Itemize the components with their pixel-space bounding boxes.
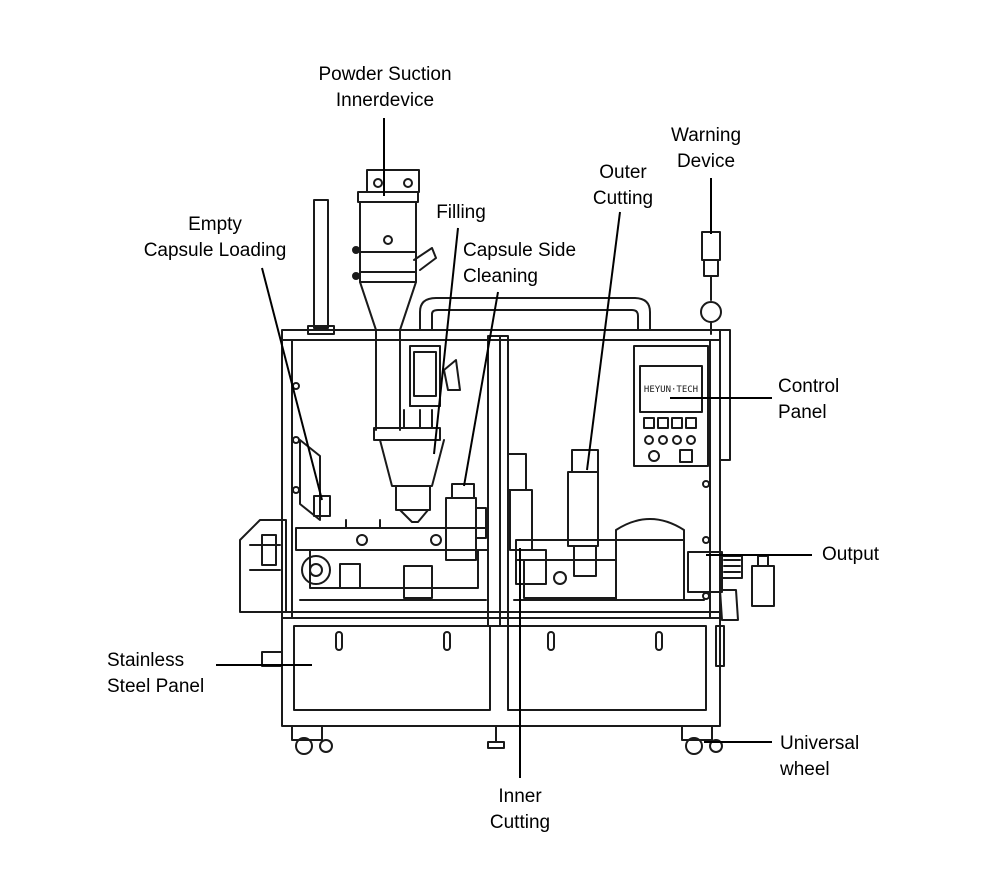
output-chute [687, 551, 775, 621]
vacuum-pipe [419, 297, 651, 331]
label-capsule-side-cleaning: Capsule Side Cleaning [463, 240, 577, 287]
output-drum [615, 518, 685, 601]
leader-filling [433, 227, 459, 455]
control-screen-text: HEYUN·TECH [644, 385, 698, 395]
label-powder-suction-innerdevice: Powder Suction Innerdevice [318, 64, 452, 111]
warning-tower [700, 231, 722, 335]
universal-wheels [291, 725, 723, 755]
machine-frame [281, 329, 731, 727]
side-cleaning-unit [445, 483, 487, 561]
label-empty-capsule-loading: Empty Capsule Loading [143, 214, 287, 261]
inner-cutting-unit [507, 453, 547, 585]
leader-lines [216, 118, 812, 778]
label-control-panel: Control Panel [778, 376, 840, 423]
left-turret [295, 519, 489, 601]
label-warning-device: Warning Device [670, 125, 742, 172]
label-stainless-steel-panel: Stainless Steel Panel [107, 650, 205, 697]
leader-empty-capsule-loading [261, 267, 323, 501]
label-universal-wheel: Universal wheel [780, 733, 860, 780]
label-outer-cutting: Outer Cutting [592, 162, 654, 209]
label-filling: Filling [436, 202, 486, 223]
leader-capsule-side-cleaning [463, 291, 499, 487]
stainless-steel-cabinet [261, 625, 725, 711]
control-panel-box [633, 345, 709, 467]
outer-cutting-unit [567, 449, 599, 577]
label-inner-cutting: Inner Cutting [489, 786, 551, 833]
left-loading-chute [239, 439, 331, 613]
label-output: Output [822, 544, 880, 565]
leader-outer-cutting [586, 211, 621, 471]
filling-station [373, 345, 461, 523]
